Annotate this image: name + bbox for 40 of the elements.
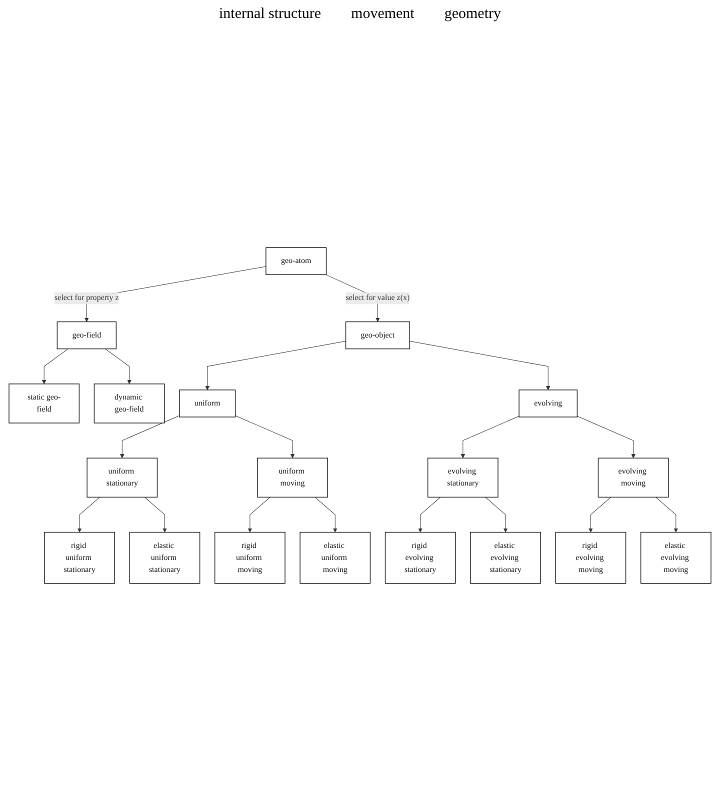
node-box: elastic uniform moving bbox=[300, 532, 371, 584]
node-box: static geo-field bbox=[8, 384, 80, 424]
node-box: uniform moving bbox=[257, 458, 328, 498]
node-box: rigid uniform moving bbox=[214, 532, 286, 584]
arrow bbox=[314, 496, 338, 532]
arrow bbox=[120, 415, 180, 458]
edge-label: select for value z(x) bbox=[346, 294, 410, 302]
node-box: geo-field bbox=[56, 321, 117, 350]
node-box: evolving moving bbox=[598, 458, 669, 498]
arrow bbox=[485, 496, 508, 532]
arrow bbox=[104, 348, 132, 384]
node-box: evolving stationary bbox=[427, 458, 498, 498]
arrow bbox=[656, 496, 678, 532]
arrow bbox=[409, 340, 550, 390]
arrow bbox=[77, 496, 100, 532]
node-box: uniform bbox=[179, 390, 236, 418]
node-box: rigid uniform stationary bbox=[44, 532, 115, 584]
note-label: geometry bbox=[444, 6, 502, 23]
node-box: geo-atom bbox=[266, 247, 327, 276]
node-box: evolving bbox=[518, 390, 578, 418]
node-box: dynamic geo-field bbox=[94, 384, 165, 424]
arrow bbox=[460, 416, 520, 458]
node-box: elastic evolving stationary bbox=[470, 532, 541, 584]
node-box: geo-object bbox=[345, 321, 410, 350]
arrow bbox=[588, 496, 612, 532]
node-box: rigid evolving moving bbox=[555, 532, 626, 584]
arrow bbox=[42, 348, 68, 384]
node-box: uniform stationary bbox=[86, 458, 158, 498]
arrow bbox=[144, 496, 167, 532]
node-box: elastic uniform stationary bbox=[129, 532, 200, 584]
note-label: internal structure bbox=[218, 6, 322, 23]
note-label: movement bbox=[351, 6, 414, 23]
node-box: elastic evolving moving bbox=[640, 532, 712, 584]
arrow bbox=[205, 340, 346, 390]
node-box: rigid evolving stationary bbox=[384, 532, 456, 584]
edge-label: select for property z bbox=[54, 294, 119, 302]
arrow bbox=[235, 415, 295, 458]
arrow bbox=[248, 496, 270, 532]
arrow bbox=[418, 496, 441, 532]
arrow bbox=[576, 416, 636, 458]
